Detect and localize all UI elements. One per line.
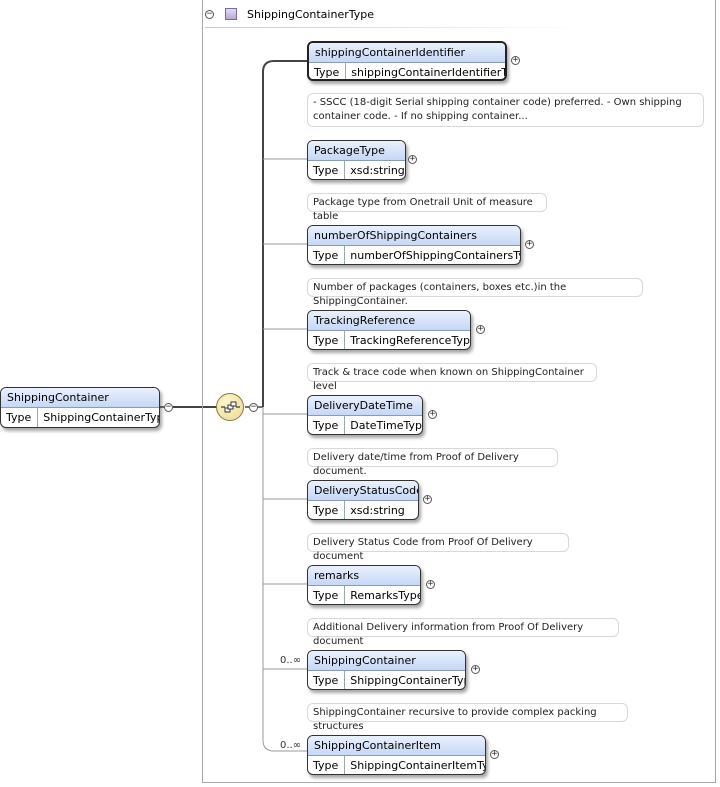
type-value: xsd:string: [350, 164, 405, 177]
element-name: DeliveryDateTime: [308, 396, 422, 416]
element-name: numberOfShippingContainers: [308, 226, 520, 246]
type-key: Type: [308, 756, 346, 774]
plus-icon[interactable]: +: [471, 664, 480, 674]
element-doc: Delivery Status Code from Proof Of Deliv…: [307, 533, 569, 562]
type-key: Type: [308, 586, 346, 604]
element-doc: Track & trace code when known on Shippin…: [307, 363, 597, 392]
element-type-row: Type RemarksType: [308, 586, 421, 604]
type-key: Type: [308, 416, 346, 434]
type-key: Type: [308, 671, 346, 689]
type-value: xsd:string: [350, 504, 405, 517]
element-node-numberOfShippingContainers[interactable]: numberOfShippingContainers Type numberOfS…: [307, 225, 521, 265]
element-node-DeliveryDateTime[interactable]: DeliveryDateTime Type DateTimeType: [307, 395, 423, 435]
element-node-PackageType[interactable]: PackageType Type xsd:string: [307, 140, 406, 180]
header-divider: [205, 27, 585, 28]
complex-type-name: ShippingContainerType: [247, 8, 375, 21]
minus-icon[interactable]: −: [249, 402, 258, 412]
element-type-row: Type numberOfShippingContainersType: [308, 246, 521, 264]
root-element-node[interactable]: ShippingContainer Type ShippingContainer…: [0, 387, 160, 428]
complex-type-icon: [225, 8, 237, 20]
type-value: ShippingContainerType: [43, 411, 160, 424]
element-node-remarks[interactable]: remarks Type RemarksType: [307, 565, 421, 605]
sequence-glyph: [221, 401, 240, 413]
element-node-ShippingContainer[interactable]: ShippingContainer Type ShippingContainerT…: [307, 650, 466, 690]
type-value: DateTimeType: [350, 419, 423, 432]
type-key: Type: [308, 501, 346, 519]
cardinality-label: 0..∞: [280, 655, 302, 666]
plus-icon[interactable]: +: [426, 579, 435, 589]
type-value: RemarksType: [350, 589, 421, 602]
plus-icon[interactable]: +: [423, 494, 432, 504]
plus-icon[interactable]: +: [525, 239, 534, 249]
complex-type-header: − ShippingContainerType: [205, 7, 585, 23]
plus-icon[interactable]: +: [476, 324, 485, 334]
plus-icon[interactable]: +: [490, 749, 499, 759]
type-value: numberOfShippingContainersType: [350, 249, 521, 262]
element-type-row: Type DateTimeType: [308, 416, 423, 434]
type-key: Type: [309, 63, 347, 79]
element-name: TrackingReference: [308, 311, 470, 331]
cardinality-label: 0..∞: [280, 740, 302, 751]
element-type-row: Type ShippingContainerType: [308, 671, 466, 689]
type-key: Type: [308, 331, 346, 349]
minus-icon[interactable]: −: [205, 9, 214, 19]
root-element-type-row: Type ShippingContainerType: [1, 408, 159, 427]
element-doc: Additional Delivery information from Pro…: [307, 618, 619, 647]
element-type-row: Type TrackingReferenceType: [308, 331, 471, 349]
element-name: DeliveryStatusCode: [308, 481, 418, 501]
element-doc: Package type from Onetrail Unit of measu…: [307, 193, 547, 222]
type-key: Type: [1, 408, 39, 427]
element-name: shippingContainerIdentifier: [309, 43, 505, 63]
element-name: PackageType: [308, 141, 405, 161]
element-type-row: Type xsd:string: [308, 161, 405, 179]
element-doc: Number of packages (containers, boxes et…: [307, 278, 643, 307]
element-type-row: Type xsd:string: [308, 501, 418, 519]
plus-icon[interactable]: +: [428, 409, 437, 419]
type-key: Type: [308, 161, 346, 179]
element-node-ShippingContainerItem[interactable]: ShippingContainerItem Type ShippingContai…: [307, 735, 486, 775]
root-element-title: ShippingContainer: [1, 388, 159, 408]
sequence-compositor-icon[interactable]: [216, 393, 244, 421]
element-name: ShippingContainer: [308, 651, 465, 671]
element-doc: Delivery date/time from Proof of Deliver…: [307, 448, 558, 477]
element-doc: - SSCC (18-digit Serial shipping contain…: [307, 93, 704, 127]
complex-type-frame: [202, 0, 716, 783]
type-key: Type: [308, 246, 346, 264]
type-value: ShippingContainerType: [350, 674, 466, 687]
element-doc: ShippingContainer recursive to provide c…: [307, 703, 628, 732]
plus-icon[interactable]: +: [408, 154, 417, 164]
minus-icon[interactable]: −: [164, 402, 173, 412]
element-node-TrackingReference[interactable]: TrackingReference Type TrackingReferenceT…: [307, 310, 471, 350]
element-name: ShippingContainerItem: [308, 736, 485, 756]
plus-icon[interactable]: +: [511, 55, 520, 65]
type-value: TrackingReferenceType: [350, 334, 471, 347]
element-node-DeliveryStatusCode[interactable]: DeliveryStatusCode Type xsd:string: [307, 480, 419, 520]
element-node-shippingContainerIdentifier[interactable]: shippingContainerIdentifier Type shipping…: [307, 41, 507, 81]
element-name: remarks: [308, 566, 420, 586]
